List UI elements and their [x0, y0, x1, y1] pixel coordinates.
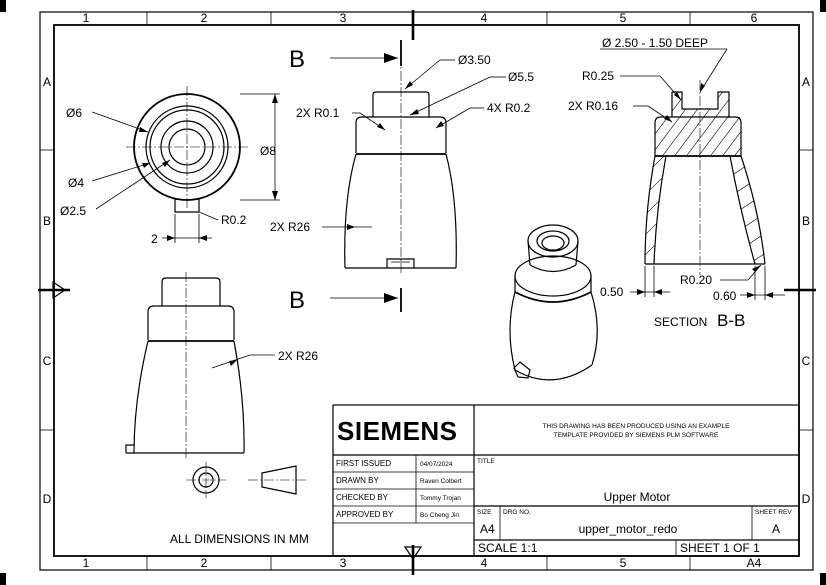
- zone-col-3-bottom: 3: [340, 556, 347, 570]
- title-block-text: SIEMENS THIS DRAWING HAS BEEN PRODUCED U…: [336, 416, 792, 555]
- sheet-rev-value: A: [772, 522, 780, 536]
- section-cut-label-top: B: [289, 46, 305, 73]
- sheet-size-value: A4: [480, 522, 495, 536]
- template-note-line-2: TEMPLATE PROVIDED BY SIEMENS PLM SOFTWAR…: [554, 432, 719, 439]
- section-title-prefix: SECTION: [654, 315, 707, 329]
- dim-diameter-4: Ø4: [68, 176, 84, 190]
- sheet-rev-label: SHEET REV: [755, 509, 792, 516]
- zone-row-c: C: [43, 354, 52, 368]
- dim-hole-callout: Ø 2.50 - 1.50 DEEP: [602, 36, 708, 50]
- zone-row-d-right: D: [802, 492, 811, 506]
- dim-diameter-8: Ø8: [260, 144, 276, 158]
- projection-symbol-icon: [186, 462, 306, 498]
- zone-col-4-bottom: 4: [481, 556, 488, 570]
- zone-row-b: B: [43, 214, 51, 228]
- first-issued-label: FIRST ISSUED: [336, 459, 391, 468]
- dim-diameter-3-50: Ø3.50: [458, 53, 491, 67]
- size-field-label: SIZE: [477, 509, 492, 516]
- dim-radius-0-20: R0.20: [680, 273, 712, 287]
- zone-col-1-bottom: 1: [83, 556, 90, 570]
- section-view: [600, 48, 785, 300]
- zone-row-a-right: A: [802, 75, 810, 89]
- dim-radius-0-2: R0.2: [221, 213, 247, 227]
- drawn-by-label: DRAWN BY: [336, 476, 379, 485]
- section-cut-label-bottom: B: [289, 287, 305, 314]
- front-view: [125, 272, 275, 460]
- sheet-count-value: SHEET 1 OF 1: [680, 541, 760, 555]
- drg-no-value: upper_motor_redo: [579, 522, 678, 536]
- approved-by-label: APPROVED BY: [336, 510, 394, 519]
- side-view-labels: B B Ø3.50 Ø5.5 2X R0.1 4X R0.2 2X R26: [270, 46, 534, 314]
- isometric-view: [509, 224, 598, 381]
- side-view: [322, 40, 506, 312]
- section-title-name: B-B: [717, 311, 745, 330]
- zone-col-4: 4: [481, 11, 488, 25]
- dim-diameter-6: Ø6: [66, 106, 82, 120]
- front-view-labels: 2X R26: [278, 349, 318, 363]
- zone-col-2-bottom: 2: [201, 556, 208, 570]
- siemens-logo: SIEMENS: [337, 416, 458, 446]
- zone-col-5-bottom: 5: [620, 556, 627, 570]
- dim-radius-0-2-4x: 4X R0.2: [487, 101, 531, 115]
- zone-col-5: 5: [620, 11, 627, 25]
- template-note-line-1: THIS DRAWING HAS BEEN PRODUCED USING AN …: [543, 423, 731, 430]
- zone-row-d: D: [43, 492, 52, 506]
- drawn-by-value: Raven Colbert: [420, 478, 462, 485]
- dim-radius-26-side: 2X R26: [270, 220, 310, 234]
- section-view-labels: Ø 2.50 - 1.50 DEEP R0.25 2X R0.16 R0.20 …: [568, 36, 745, 330]
- dim-thickness-0-50: 0.50: [600, 285, 624, 299]
- drawing-title: Upper Motor: [604, 490, 671, 504]
- dim-radius-26-front: 2X R26: [278, 349, 318, 363]
- zone-col-3: 3: [340, 11, 347, 25]
- dim-thickness-0-60: 0.60: [713, 289, 737, 303]
- dim-diameter-2-5: Ø2.5: [60, 204, 86, 218]
- title-field-label: TITLE: [477, 458, 495, 465]
- drg-no-label: DRG NO.: [503, 509, 531, 516]
- zone-row-a: A: [43, 75, 51, 89]
- dim-radius-0-16: 2X R0.16: [568, 99, 618, 113]
- dim-radius-0-25: R0.25: [582, 69, 614, 83]
- approved-by-value: Bo Cheng Jin: [420, 512, 459, 519]
- top-view: [91, 86, 280, 243]
- zone-col-2: 2: [201, 11, 208, 25]
- scale-value: SCALE 1:1: [478, 541, 538, 555]
- zone-row-b-right: B: [802, 214, 810, 228]
- dim-width-2: 2: [151, 232, 158, 246]
- zone-col-1: 1: [83, 11, 90, 25]
- top-view-dimensions: Ø6 Ø4 Ø2.5 Ø8 R0.2 2: [60, 106, 276, 246]
- zone-row-c-right: C: [802, 354, 811, 368]
- first-issued-value: 04/07/2024: [420, 461, 453, 468]
- zone-labels: 1 2 3 4 5 6 1 2 3 4 5 A4 A B C D A B C D: [43, 11, 811, 570]
- checked-by-value: Tommy Trojan: [420, 495, 461, 502]
- dim-radius-0-1: 2X R0.1: [296, 106, 340, 120]
- title-block: [332, 404, 800, 557]
- all-dimensions-note: ALL DIMENSIONS IN MM: [170, 532, 309, 546]
- zone-col-6: 6: [751, 11, 758, 25]
- checked-by-label: CHECKED BY: [336, 493, 389, 502]
- dim-diameter-5-5: Ø5.5: [508, 70, 534, 84]
- zone-size-corner: A4: [747, 556, 762, 570]
